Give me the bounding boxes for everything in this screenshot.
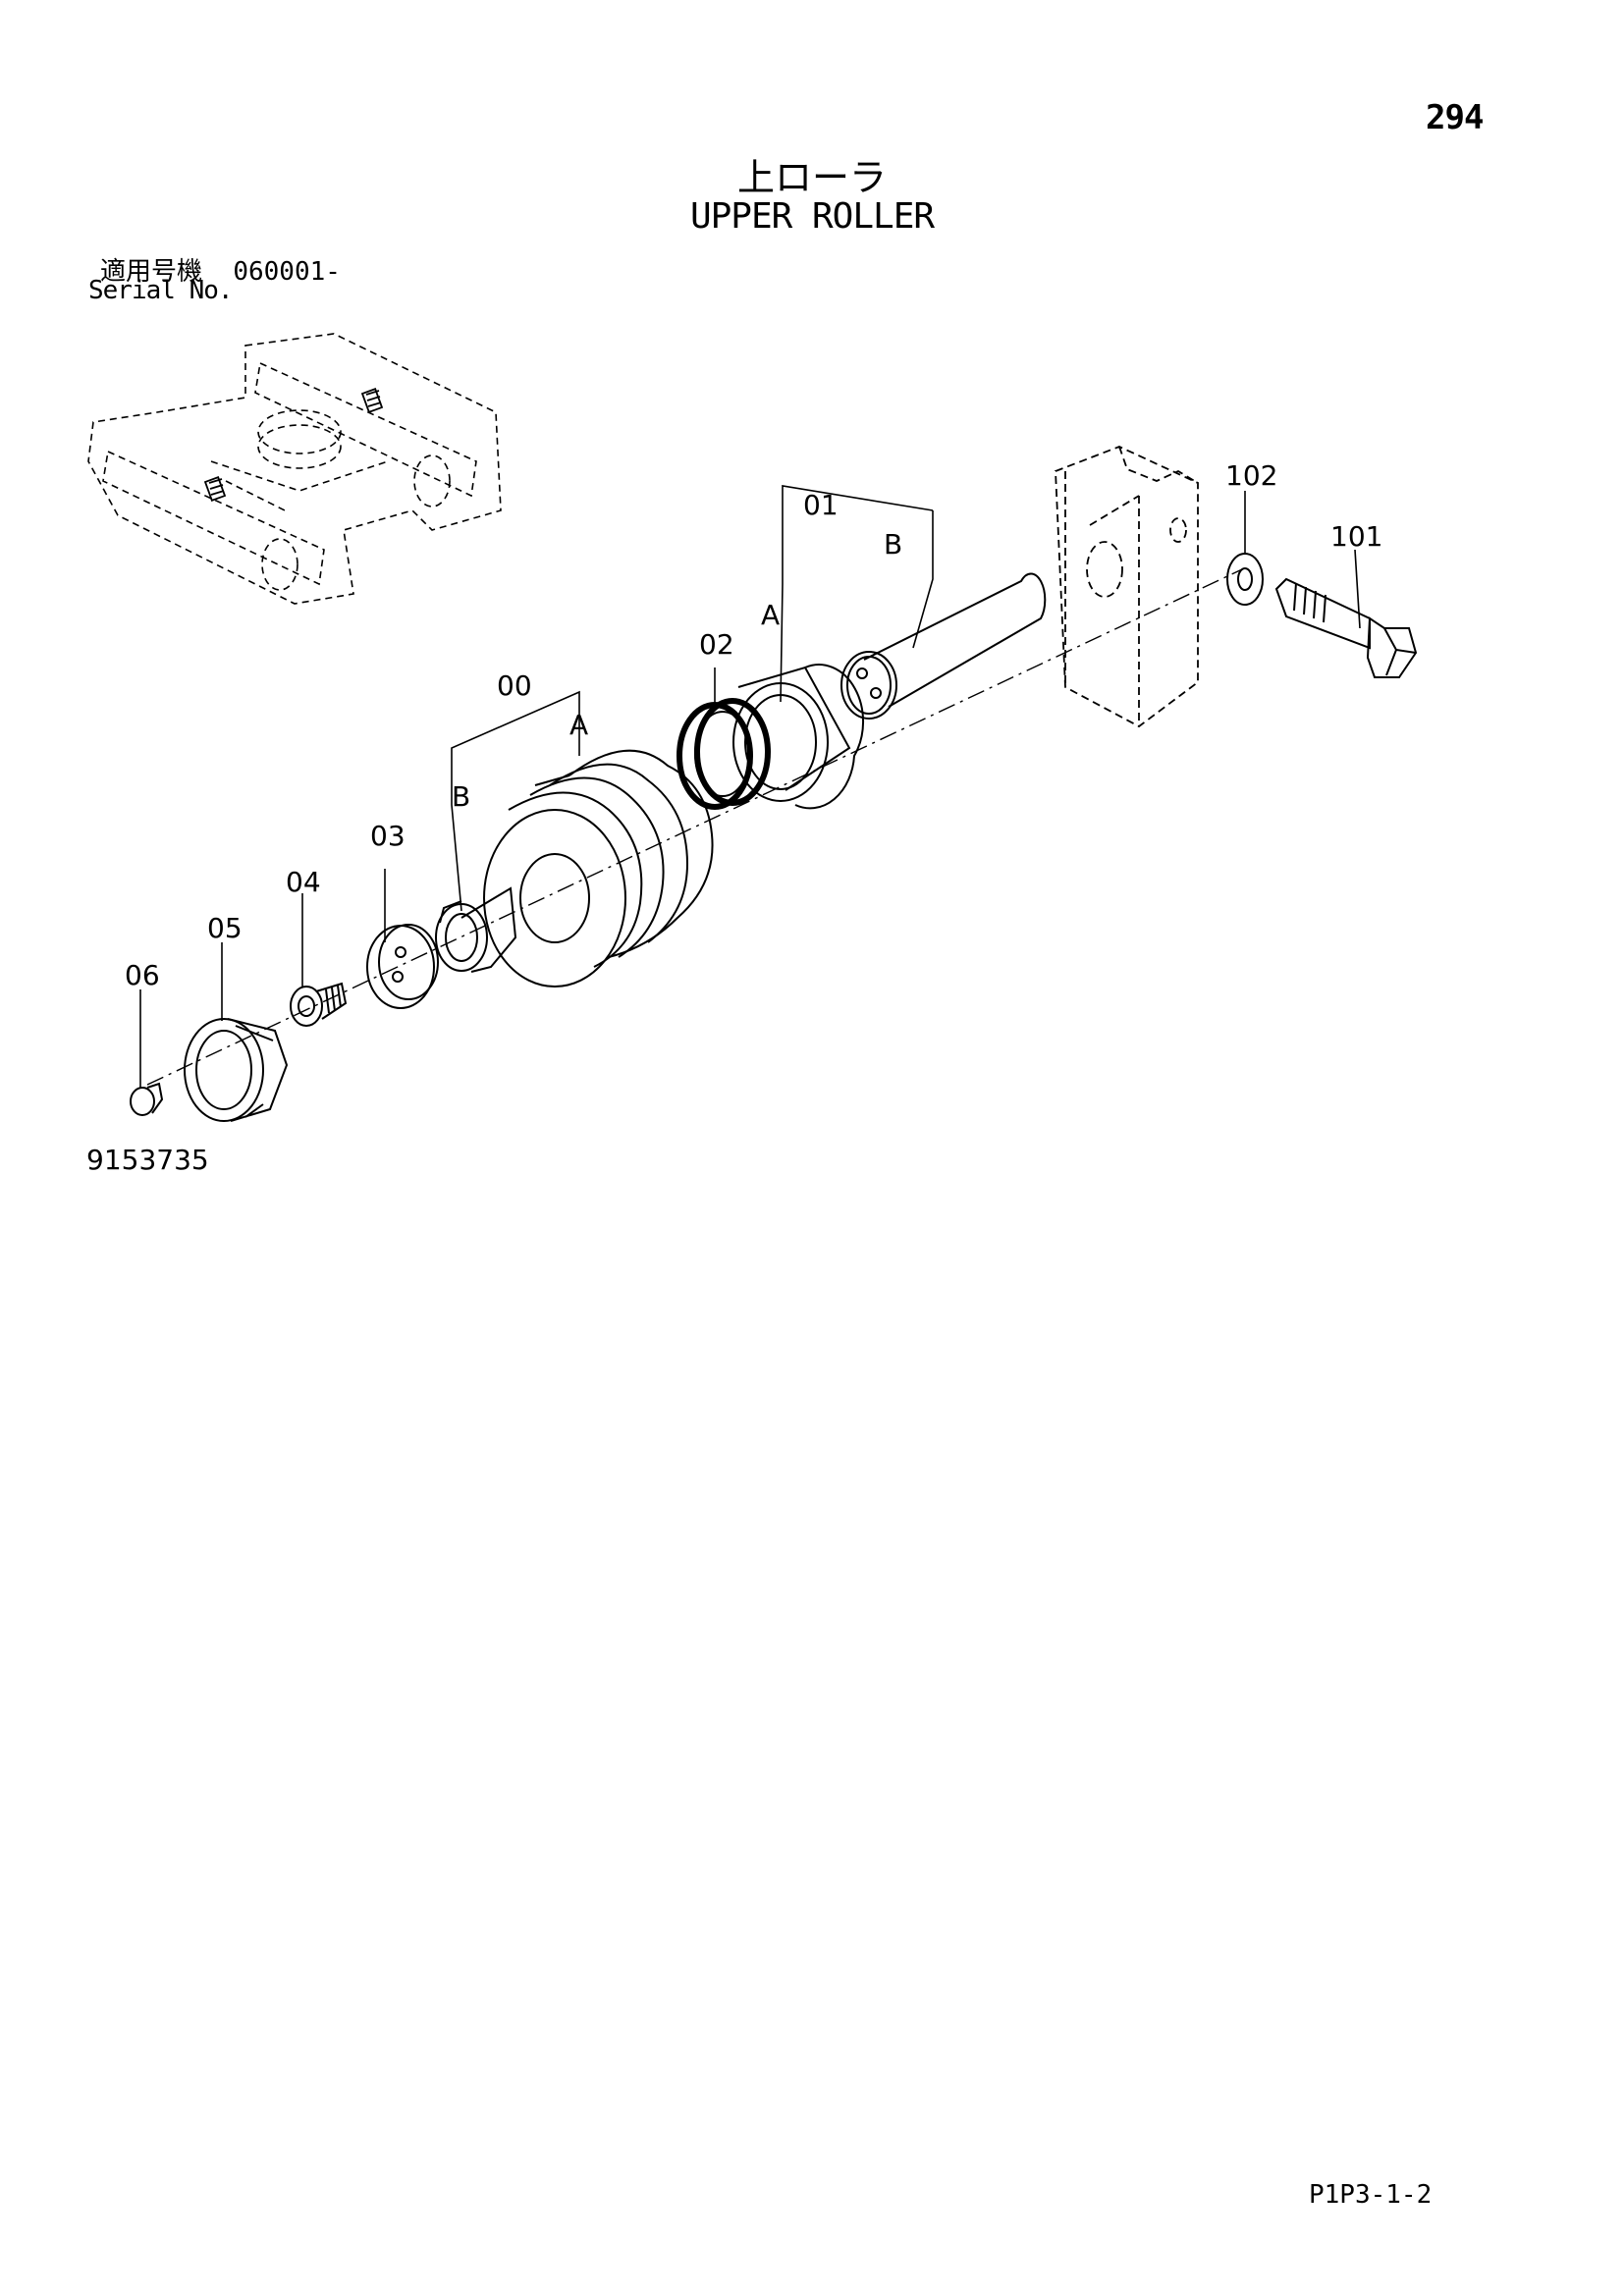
leader-lines	[139, 485, 1361, 1088]
footer-code: P1P3-1-2	[1309, 2180, 1433, 2210]
serial-label-japanese: 適用号機	[100, 257, 203, 287]
part-01B-shaft	[840, 572, 1047, 720]
part-00B-shaft-end	[435, 886, 517, 973]
callout-01-a: A	[761, 599, 781, 631]
callout-00-a: A	[569, 709, 589, 741]
callout-04: 04	[286, 866, 321, 898]
page-title-english: UPPER ROLLER	[689, 196, 935, 237]
illustration-number: 9153735	[86, 1144, 209, 1176]
page-number: 294	[1426, 98, 1484, 137]
callout-02: 02	[699, 628, 734, 661]
part-06-plug	[130, 1082, 164, 1116]
part-01A-bushing	[732, 664, 865, 810]
callout-05: 05	[207, 912, 243, 944]
assembly-axis-line	[146, 568, 1243, 1086]
part-04-bolt	[290, 982, 348, 1027]
callout-101: 101	[1330, 520, 1383, 553]
callout-102: 102	[1225, 459, 1278, 492]
inset-roller-marker-top	[360, 388, 384, 413]
serial-value: 060001-	[233, 257, 341, 287]
part-101-bolt	[1274, 577, 1418, 678]
callout-00: 00	[497, 669, 532, 702]
part-102-washer	[1226, 553, 1264, 606]
inset-roller-marker-left	[203, 476, 227, 502]
callout-03: 03	[370, 820, 406, 852]
track-frame-inset	[87, 333, 502, 605]
callout-01: 01	[803, 489, 839, 521]
part-03-cover-disc	[366, 924, 439, 1009]
part-02-seal	[677, 698, 771, 810]
frame-bracket	[1055, 446, 1199, 728]
part-05-cap	[184, 1018, 289, 1122]
callout-06: 06	[125, 959, 160, 991]
part-00A-roller-body	[483, 749, 714, 988]
serial-line: 適用号機 060001-	[100, 251, 341, 288]
callout-00-b: B	[452, 780, 471, 813]
callout-01-b: B	[884, 528, 903, 561]
serial-label-english: Serial No.	[88, 276, 234, 305]
page-title-japanese: 上ローラ	[736, 156, 887, 199]
